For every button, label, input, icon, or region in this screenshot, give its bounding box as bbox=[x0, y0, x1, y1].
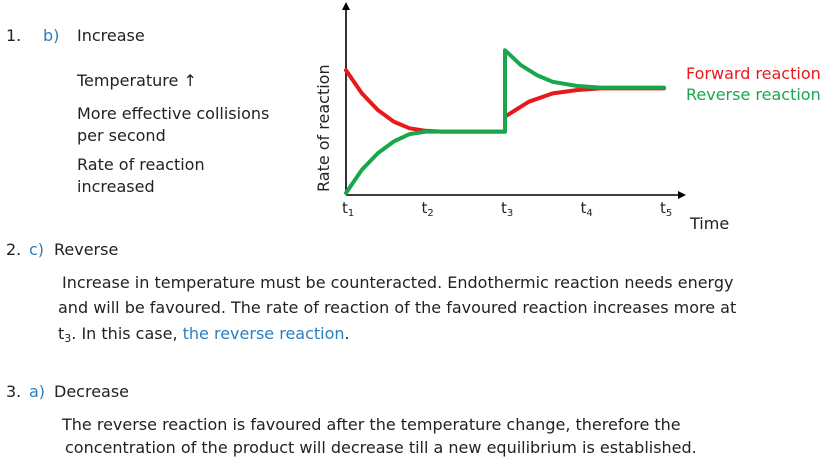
q1-answer: Increase bbox=[77, 26, 145, 45]
q3-explanation-line2: concentration of the product will decrea… bbox=[65, 438, 697, 457]
q2-t-sub: 3 bbox=[64, 332, 72, 345]
q2-explanation-line1: Increase in temperature must be countera… bbox=[62, 273, 734, 292]
q2-number: 2. bbox=[6, 240, 22, 259]
q2-explanation-line3: t3. In this case, the reverse reaction. bbox=[58, 322, 350, 351]
q3-answer: Decrease bbox=[54, 382, 130, 401]
q1-note-temperature: Temperature ↑ bbox=[77, 71, 197, 90]
q2-explanation-line2: and will be favoured. The rate of reacti… bbox=[58, 298, 737, 317]
x-tick-label: t5 bbox=[660, 199, 672, 219]
x-axis-label: Time bbox=[689, 214, 729, 233]
q1-note-collisions-cont: per second bbox=[77, 126, 166, 145]
q3-number: 3. bbox=[6, 382, 22, 401]
q2-t: t bbox=[58, 324, 65, 343]
q2-reverse-reaction-link[interactable]: the reverse reaction bbox=[182, 324, 345, 343]
q1-note-rate-cont: increased bbox=[77, 177, 155, 196]
q2-answer: Reverse bbox=[54, 240, 119, 259]
x-tick-label: t1 bbox=[342, 199, 354, 219]
x-tick-label: t2 bbox=[422, 199, 434, 219]
q3-explanation-line1: The reverse reaction is favoured after t… bbox=[62, 415, 681, 434]
q1-note-collisions: More effective collisions bbox=[77, 104, 270, 123]
legend-reverse: Reverse reaction bbox=[686, 85, 821, 104]
q2-end: . bbox=[344, 324, 350, 343]
reverse-reaction-line bbox=[344, 48, 666, 195]
q1-number: 1. bbox=[6, 26, 22, 45]
x-tick-label: t4 bbox=[581, 199, 593, 219]
q1-note-rate: Rate of reaction bbox=[77, 155, 205, 174]
q2-mid: . In this case, bbox=[71, 324, 183, 343]
q2-letter: c) bbox=[29, 240, 45, 259]
y-axis-label: Rate of reaction bbox=[314, 64, 333, 192]
q3-letter: a) bbox=[29, 382, 46, 401]
x-tick-label: t3 bbox=[501, 199, 513, 219]
legend-forward: Forward reaction bbox=[686, 64, 821, 83]
q1-letter: b) bbox=[43, 26, 60, 45]
